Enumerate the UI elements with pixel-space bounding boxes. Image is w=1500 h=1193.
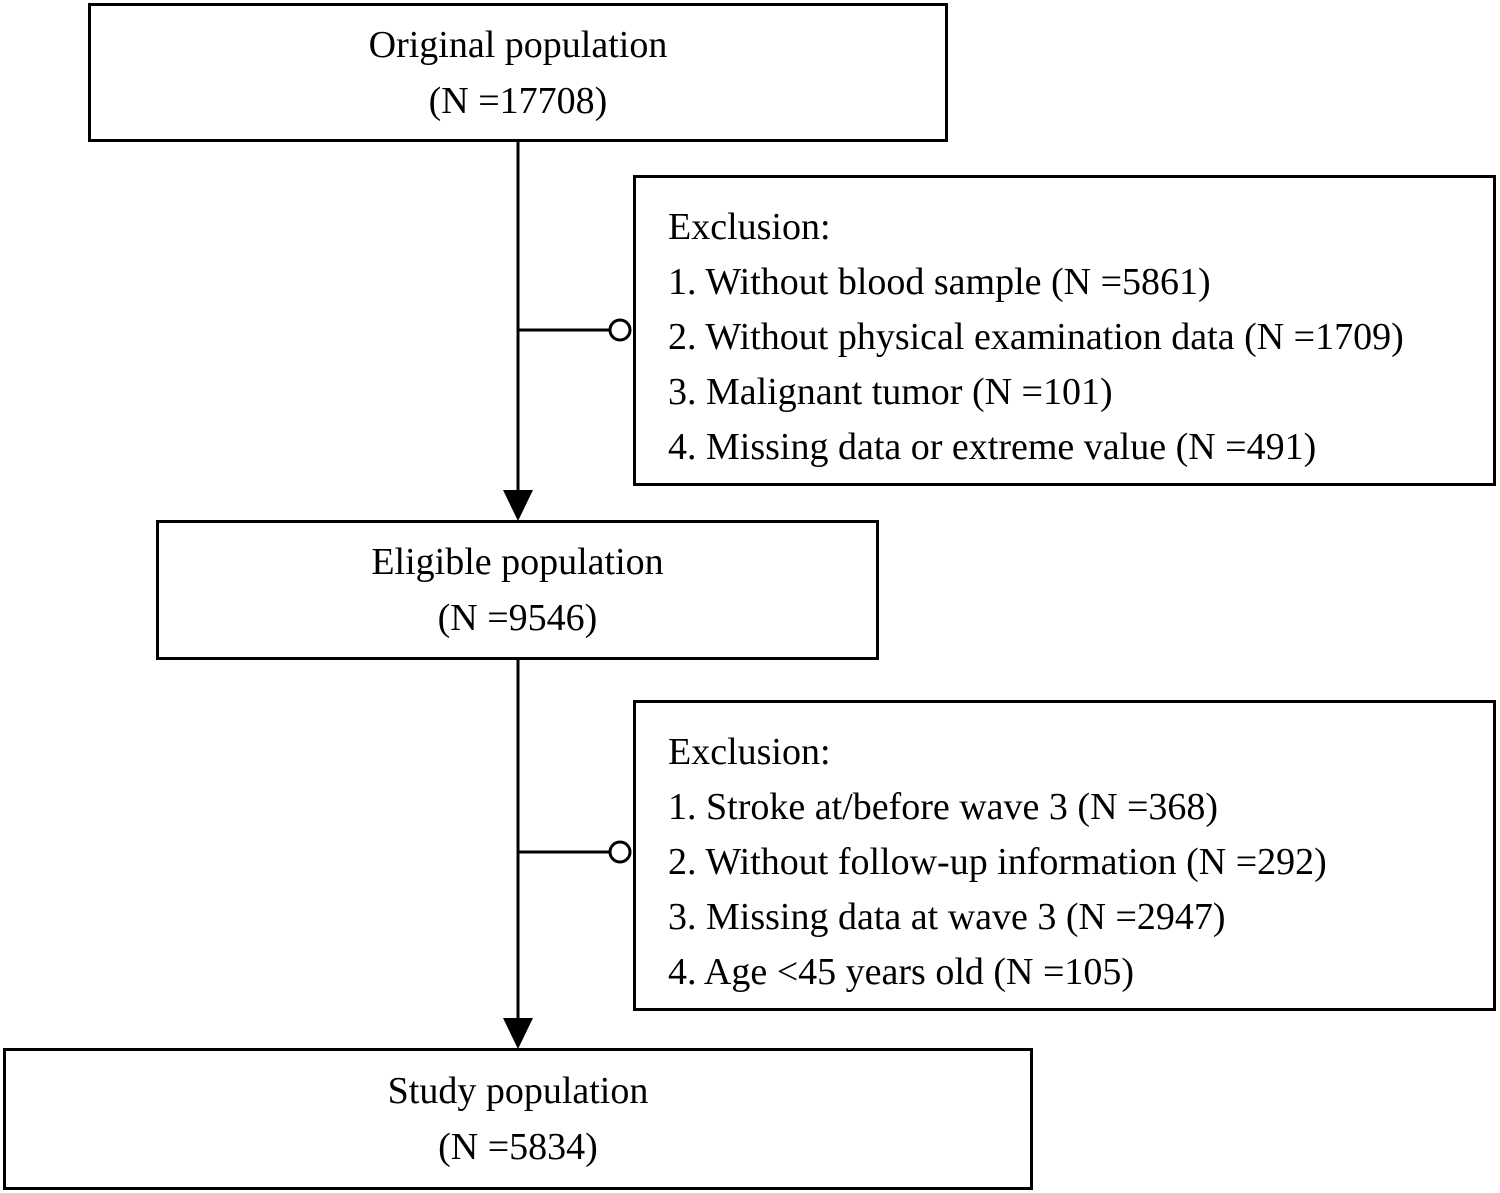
exclusion-item: 3. Missing data at wave 3 (N =2947) — [668, 896, 1226, 938]
exclusion-heading: Exclusion: — [668, 206, 831, 248]
exclusion-item: 3. Malignant tumor (N =101) — [668, 371, 1113, 413]
exclusion-item: 4. Age <45 years old (N =105) — [668, 951, 1135, 993]
original-population-count: (N =17708) — [428, 79, 608, 122]
eligible-population-box: Eligible population (N =9546) — [156, 520, 879, 660]
original-population-title: Original population — [368, 23, 668, 66]
exclusion-item: 1. Without blood sample (N =5861) — [668, 261, 1211, 303]
arrowhead-to-study — [503, 1018, 533, 1049]
exclusion-item: 1. Stroke at/before wave 3 (N =368) — [668, 786, 1219, 828]
exclusion-item: 2. Without physical examination data (N … — [668, 316, 1404, 358]
exclusion-item: 2. Without follow-up information (N =292… — [668, 841, 1327, 883]
exclusion-node-1 — [608, 318, 632, 342]
exclusion-node-2 — [608, 840, 632, 864]
exclusion-heading: Exclusion: — [668, 731, 831, 773]
exclusion-item: 4. Missing data or extreme value (N =491… — [668, 426, 1317, 468]
original-population-box: Original population (N =17708) — [88, 3, 948, 142]
arrowhead-to-eligible — [503, 490, 533, 521]
eligible-population-title: Eligible population — [371, 541, 664, 583]
study-population-box: Study population (N =5834) — [3, 1048, 1033, 1190]
eligible-population-count: (N =9546) — [437, 597, 598, 639]
study-population-title: Study population — [387, 1070, 649, 1112]
exclusion-box-2: Exclusion: 1. Stroke at/before wave 3 (N… — [633, 700, 1496, 1011]
exclusion-box-1: Exclusion: 1. Without blood sample (N =5… — [633, 175, 1496, 486]
study-population-count: (N =5834) — [438, 1126, 598, 1168]
